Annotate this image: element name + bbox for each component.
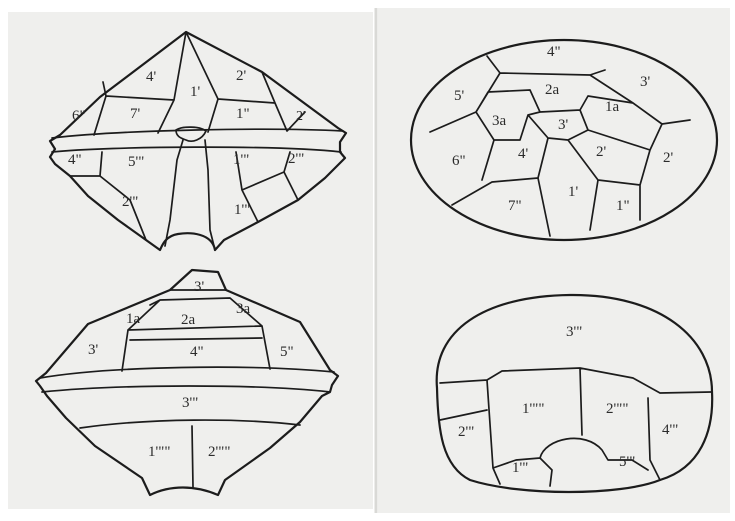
plate-label: 1' — [190, 84, 201, 100]
plate-label: 5'" — [619, 454, 635, 470]
plate-label: 6" — [452, 153, 466, 169]
plate-label: 1a — [605, 99, 620, 115]
plate-label: 5'" — [128, 154, 144, 170]
plate-label: 3a — [492, 113, 507, 129]
plate-label: 2' — [663, 150, 674, 166]
plate-label: 3' — [558, 117, 569, 133]
plate-label: 5' — [454, 88, 465, 104]
plate-label: 1a — [126, 311, 141, 327]
plate-label: 1'" — [234, 202, 250, 218]
plate-label: 2a — [181, 312, 196, 328]
plate-label: 1" — [236, 106, 250, 122]
plate-label: 2' — [296, 109, 306, 124]
plate-label: 1' — [568, 184, 579, 200]
plate-label: 4' — [146, 69, 157, 85]
plate-label: 3' — [640, 74, 651, 90]
plate-label: 2'" — [122, 194, 138, 210]
plate-label: 7' — [130, 106, 141, 122]
plate-label: 2' — [236, 68, 247, 84]
plate-label: 1'" — [512, 460, 528, 476]
plate-label: 4" — [190, 344, 204, 360]
plate-label: 5" — [280, 344, 294, 360]
plate-label: 1'"" — [148, 444, 170, 460]
plate-label: 2a — [545, 82, 560, 98]
plate-label: 3' — [88, 342, 99, 358]
plate-label: 6" — [72, 108, 86, 124]
plate-label: 2'" — [288, 151, 304, 167]
plate-label: 3' — [194, 279, 205, 295]
plate-label: 3'" — [566, 324, 582, 340]
plate-label: 7" — [508, 198, 522, 214]
plate-label: 4" — [68, 152, 82, 168]
plate-label: 3'" — [182, 395, 198, 411]
plate-label: 2'"" — [606, 401, 628, 417]
plate-label: 1" — [616, 198, 630, 214]
plate-label: 3a — [236, 301, 251, 317]
plate-label: 4" — [547, 44, 561, 60]
plate-label: 1'" — [233, 152, 249, 168]
plate-label: 4' — [518, 146, 529, 162]
plate-label: 4'" — [662, 422, 678, 438]
plate-label: 1'"" — [522, 401, 544, 417]
plate-label: 2'"" — [208, 444, 230, 460]
plate-label: 2'" — [458, 424, 474, 440]
plate-label: 2' — [596, 144, 607, 160]
